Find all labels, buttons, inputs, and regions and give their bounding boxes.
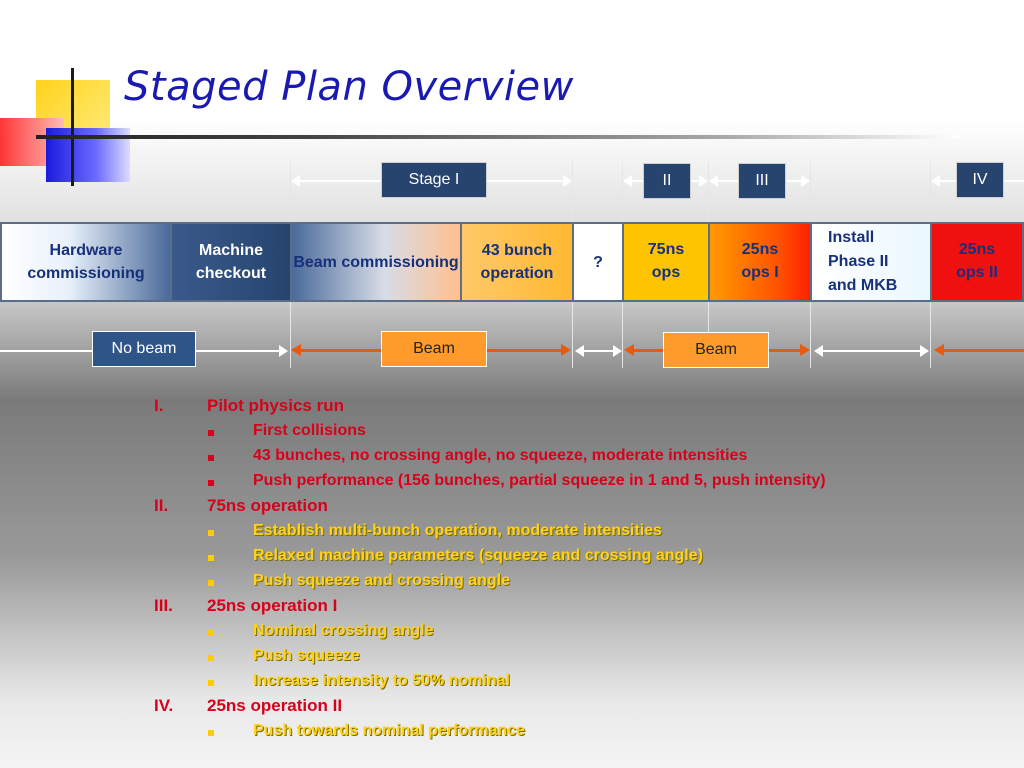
arrow-head-left	[291, 175, 300, 187]
timeline-hardware-commissioning: Hardware commissioning	[2, 224, 170, 300]
timeline-label: 25ns ops I	[741, 241, 779, 281]
stage-3-label: III	[738, 163, 786, 199]
arrow-head-right	[613, 345, 622, 357]
beam-arrow-3	[944, 349, 1024, 352]
plan-heading: II. 75ns operation	[150, 496, 1010, 521]
gap-arrow	[583, 350, 615, 352]
arrow-head-right	[561, 344, 571, 356]
bullet-icon	[208, 430, 214, 436]
list-item: Establish multi-bunch operation, moderat…	[150, 521, 1010, 546]
arrow-head-left	[709, 175, 718, 187]
list-item-text: First collisions	[253, 422, 366, 439]
list-item-text: Nominal crossing angle	[253, 622, 434, 639]
beam-label-1: Beam	[381, 331, 487, 367]
plan-numeral: II.	[154, 496, 169, 515]
bullet-icon	[208, 555, 214, 561]
list-item-text: Increase intensity to 50% nominal	[253, 672, 510, 689]
title-underline	[36, 135, 960, 139]
plan-numeral: III.	[154, 596, 173, 615]
timeline-label: Install Phase II and MKB	[828, 229, 898, 294]
list-item: Push squeeze and crossing angle	[150, 571, 1010, 596]
list-item-text: 43 bunches, no crossing angle, no squeez…	[253, 447, 748, 464]
page-title: Staged Plan Overview	[124, 64, 574, 110]
arrow-head-left	[623, 175, 632, 187]
list-item: Push squeeze	[150, 646, 1010, 671]
arrow-head-right	[800, 344, 810, 356]
timeline-beam-commissioning: Beam commissioning	[292, 224, 460, 300]
bullet-icon	[208, 680, 214, 686]
bullet-icon	[208, 655, 214, 661]
arrow-head-left	[291, 344, 301, 356]
plan-numeral: I.	[154, 396, 164, 415]
arrow-head-left	[575, 345, 584, 357]
arrow-head-right	[699, 175, 708, 187]
arrow-head-right	[563, 175, 572, 187]
arrow-head-left	[624, 344, 634, 356]
timeline-install-phase-ii: Install Phase II and MKB	[812, 224, 930, 300]
list-item: Push towards nominal performance	[150, 721, 1010, 746]
arrow-head-right	[801, 175, 810, 187]
arrow-head-left	[814, 345, 823, 357]
list-item-text: Relaxed machine parameters (squeeze and …	[253, 547, 703, 564]
plan-title: Pilot physics run	[207, 396, 344, 415]
plan-title: 25ns operation I	[207, 596, 338, 615]
stage-2-label: II	[643, 163, 691, 199]
bullet-icon	[208, 730, 214, 736]
timeline-25ns-ops-ii: 25ns ops II	[932, 224, 1022, 300]
stage-1-label: Stage I	[381, 162, 487, 198]
arrow-head-left	[931, 175, 940, 187]
plan-list: I. Pilot physics run First collisions 43 …	[150, 396, 1010, 746]
list-item-text: Push towards nominal performance	[253, 722, 526, 739]
no-beam-label: No beam	[92, 331, 196, 367]
plan-heading: IV. 25ns operation II	[150, 696, 1010, 721]
timeline-label: Machine checkout	[195, 242, 267, 282]
list-item-text: Establish multi-bunch operation, moderat…	[253, 522, 662, 539]
timeline-label: 75ns ops	[647, 241, 685, 281]
arrow-head-right	[279, 345, 288, 357]
timeline-label: 25ns ops II	[956, 241, 998, 281]
beam-label-2: Beam	[663, 332, 769, 368]
timeline-25ns-ops-i: 25ns ops I	[710, 224, 810, 300]
list-item-text: Push performance (156 bunches, partial s…	[253, 472, 826, 489]
plan-heading: III. 25ns operation I	[150, 596, 1010, 621]
bullet-icon	[208, 480, 214, 486]
install-arrow	[822, 350, 922, 352]
plan-numeral: IV.	[154, 696, 174, 715]
bullet-icon	[208, 630, 214, 636]
plan-title: 25ns operation II	[207, 696, 343, 715]
timeline-75ns-ops: 75ns ops	[624, 224, 708, 300]
list-item: Relaxed machine parameters (squeeze and …	[150, 546, 1010, 571]
timeline-unknown: ?	[574, 224, 622, 300]
list-item: Nominal crossing angle	[150, 621, 1010, 646]
bullet-icon	[208, 530, 214, 536]
list-item: First collisions	[150, 421, 1010, 446]
arrow-head-left	[934, 344, 944, 356]
timeline-43-bunch-operation: 43 bunch operation	[462, 224, 572, 300]
timeline-machine-checkout: Machine checkout	[172, 224, 290, 300]
timeline-label: 43 bunch operation	[480, 242, 554, 282]
list-item: 43 bunches, no crossing angle, no squeez…	[150, 446, 1010, 471]
bullet-icon	[208, 455, 214, 461]
list-item-text: Push squeeze	[253, 647, 360, 664]
arrow-head-right	[920, 345, 929, 357]
list-item: Push performance (156 bunches, partial s…	[150, 471, 1010, 496]
plan-heading: I. Pilot physics run	[150, 396, 1010, 421]
logo-vertical-line	[71, 68, 74, 186]
stage-4-label: IV	[956, 162, 1004, 198]
list-item: Increase intensity to 50% nominal	[150, 671, 1010, 696]
list-item-text: Push squeeze and crossing angle	[253, 572, 510, 589]
plan-title: 75ns operation	[207, 496, 328, 515]
bullet-icon	[208, 580, 214, 586]
